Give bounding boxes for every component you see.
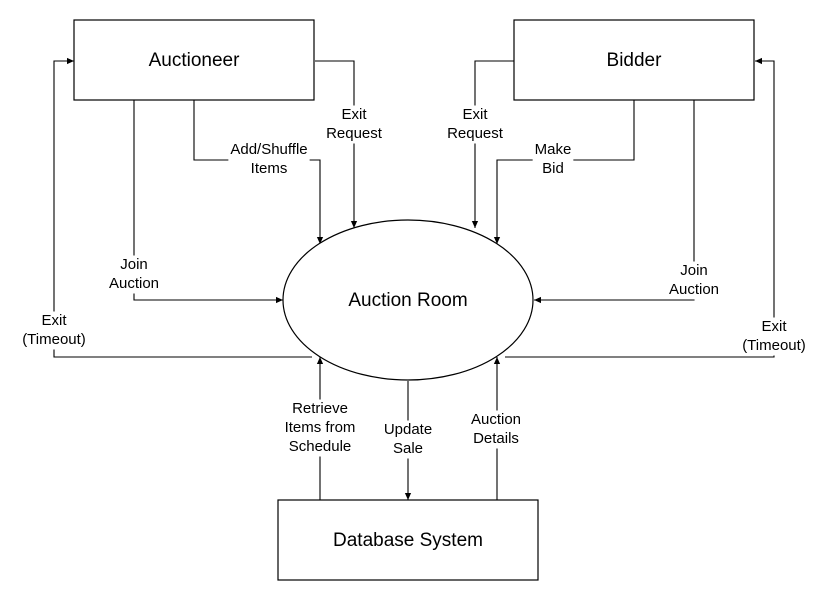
- edge-label-line: Sale: [393, 440, 423, 457]
- edge-label-line: Auction: [471, 411, 521, 428]
- edge-label-line: Details: [473, 430, 519, 447]
- auctioneer-label: Auctioneer: [149, 50, 241, 71]
- node-auction-room: Auction Room: [282, 219, 534, 381]
- edge-label-line: Schedule: [289, 438, 352, 455]
- edge-label-line: Exit: [41, 312, 67, 329]
- edge-label-bidder-timeout: Exit (Timeout): [740, 317, 808, 356]
- edge-label-line: Add/Shuffle: [230, 141, 307, 158]
- edge-label-line: Request: [447, 125, 504, 142]
- bidder-label: Bidder: [607, 50, 663, 71]
- edge-label-line: Make: [535, 141, 572, 158]
- edge-label-line: Join: [680, 262, 708, 279]
- edge-label-line: (Timeout): [742, 337, 806, 354]
- edge-auctioneer-exit-request: [315, 60, 358, 228]
- edge-label-line: Update: [384, 421, 432, 438]
- edge-label-line: Exit: [761, 318, 787, 335]
- edge-bidder-timeout: [505, 57, 775, 358]
- node-auctioneer: Auctioneer: [73, 19, 315, 101]
- edge-bidder-exit-request: [471, 60, 514, 228]
- node-database-system: Database System: [277, 499, 539, 581]
- edge-label-line: (Timeout): [22, 331, 86, 348]
- database-system-label: Database System: [333, 530, 483, 551]
- edge-label-line: Retrieve: [292, 400, 348, 417]
- edge-label-line: Join: [120, 256, 148, 273]
- auction-room-label: Auction Room: [348, 290, 467, 311]
- edge-label-line: Auction: [109, 275, 159, 292]
- edge-auctioneer-timeout: [53, 57, 312, 358]
- edge-label-auctioneer-timeout: Exit (Timeout): [20, 311, 88, 350]
- edge-label-line: Exit: [341, 106, 367, 123]
- edge-label-line: Items: [251, 160, 288, 177]
- edge-bidder-join: [534, 100, 695, 304]
- edge-label-line: Exit: [462, 106, 488, 123]
- edge-auctioneer-join: [133, 100, 283, 304]
- edge-label-line: Bid: [542, 160, 564, 177]
- edge-label-line: Auction: [669, 281, 719, 298]
- node-bidder: Bidder: [513, 19, 755, 101]
- edge-label-line: Request: [326, 125, 383, 142]
- edge-label-line: Items from: [285, 419, 356, 436]
